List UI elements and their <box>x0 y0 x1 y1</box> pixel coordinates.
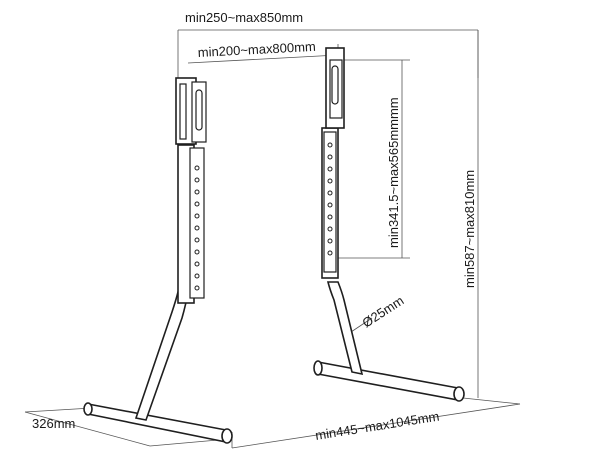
inner-width-label: min200~max800mm <box>197 39 316 60</box>
left-plate-holes <box>194 165 200 291</box>
column-height-label: min341.5~max565mmmm <box>386 97 401 248</box>
right-plate-holes <box>327 142 333 256</box>
foot-depth-label: 326mm <box>32 416 75 431</box>
right-stand <box>313 47 465 402</box>
left-stand <box>83 77 233 444</box>
dimension-lines <box>24 29 521 449</box>
base-width-label: min445~max1045mm <box>314 409 440 443</box>
top-width-label: min250~max850mm <box>185 10 303 25</box>
tube-diameter-label: Ø25mm <box>359 293 406 331</box>
total-height-label: min587~max810mm <box>462 170 477 288</box>
